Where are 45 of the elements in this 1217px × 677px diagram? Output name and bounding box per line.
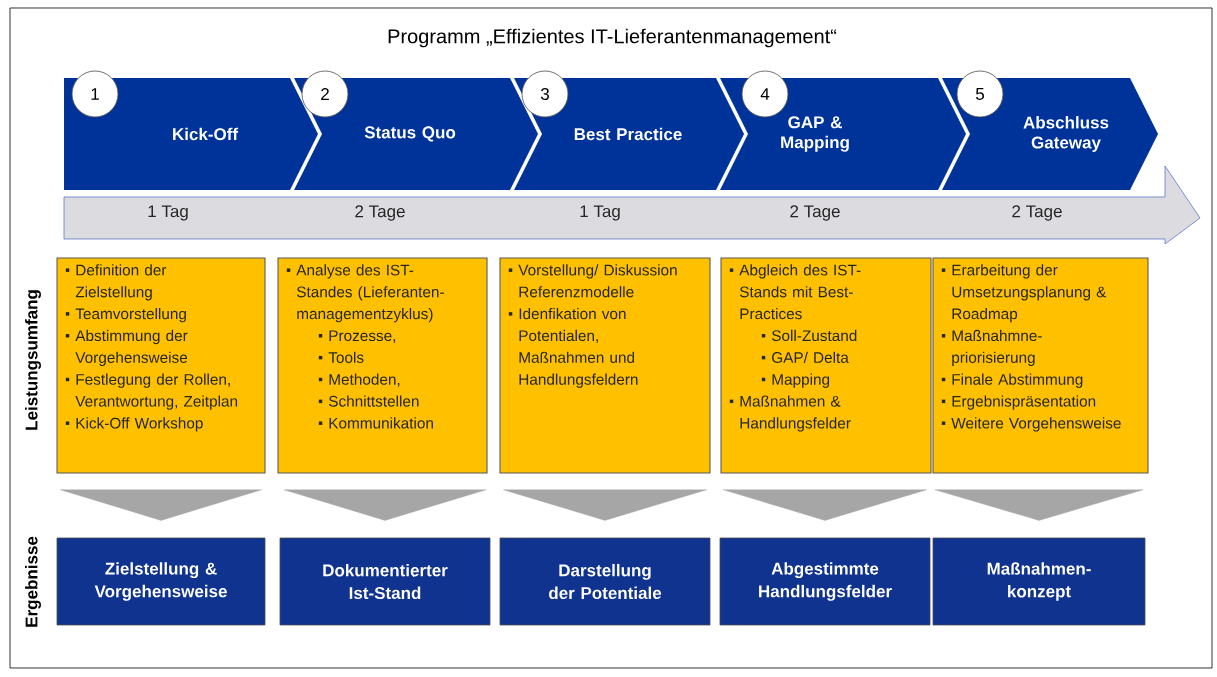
bullet-item: Maßnahmne-priorisierung [941, 329, 1042, 366]
bullet-item: Finale Abstimmung [941, 373, 1083, 388]
node-label: Status Quo [364, 126, 456, 142]
bullet-item: Kommunikation [318, 417, 433, 429]
result-box: Darstellung der Potentiale [499, 537, 711, 626]
node-label: Abschluss Gateway [1023, 116, 1109, 152]
arrow [283, 489, 487, 521]
bullet-item: Analyse des IST-Standes (Lieferanten-managementzyklus) [286, 264, 444, 323]
bullet-item: Weitere Vorgehensweise [941, 417, 1121, 432]
bullet-item: Schnittstellen [318, 395, 419, 407]
scope-box [277, 257, 488, 474]
arrow [723, 489, 927, 521]
result-box: Abgestimmte Handlungsfelder [719, 537, 931, 626]
arrow [503, 489, 707, 521]
bullet-item: GAP/ Delta [761, 351, 849, 363]
bullet-item: Prozesse, [318, 330, 396, 343]
side-label: Leistungsumfang [25, 290, 41, 430]
bullet-item: Vorstellung/ Diskussion Referenzmodelle [508, 264, 677, 298]
result-box: Zielstellung & Vorgehensweise [56, 537, 266, 626]
scope-box [499, 257, 711, 474]
result-box: Dokumentierter Ist-Stand [279, 537, 491, 626]
bullet-item: Methoden, [318, 373, 400, 387]
bullet-item: Tools [318, 351, 364, 363]
bullet-item: Erarbeitung der Umsetzungsplanung & Roadmap [941, 264, 1107, 323]
node-label: GAP & Mapping [781, 116, 849, 152]
title: Programm „Effizientes IT-Lieferantenmanagement“ [388, 28, 837, 48]
bullet-item: Idenfikation von Potentialen, Maßnahmen und Handlungsfeldern [508, 308, 638, 388]
bullet-item: Festlegung der Rollen, Verantwortung, Zeitplan [65, 373, 238, 410]
bullet-item: Abgleich des IST-Stands mit Best-Practices [729, 264, 861, 320]
scope-box [932, 257, 1149, 474]
node-label: Best Practice [574, 127, 682, 141]
bullet-item: Abstimmung der Vorgehensweise [65, 329, 188, 366]
arrow [934, 489, 1144, 521]
side-label: Ergebnisse [25, 536, 41, 627]
result-box: Maßnahmen-konzept [932, 537, 1146, 626]
bullet-item: Definition der Zielstellung [65, 264, 167, 301]
bullet-item: Kick-Off Workshop [65, 417, 203, 432]
bullet-item: Ergebnispräsentation [941, 395, 1096, 410]
bullet-item: Mapping [761, 373, 830, 388]
bullet-item: Teamvorstellung [65, 308, 186, 323]
scope-box [720, 257, 932, 474]
arrow [60, 489, 262, 521]
bullet-item: Maßnahmen & Handlungsfelder [729, 395, 851, 432]
scope-box [56, 257, 266, 474]
bullet-item: Soll-Zustand [761, 329, 857, 342]
